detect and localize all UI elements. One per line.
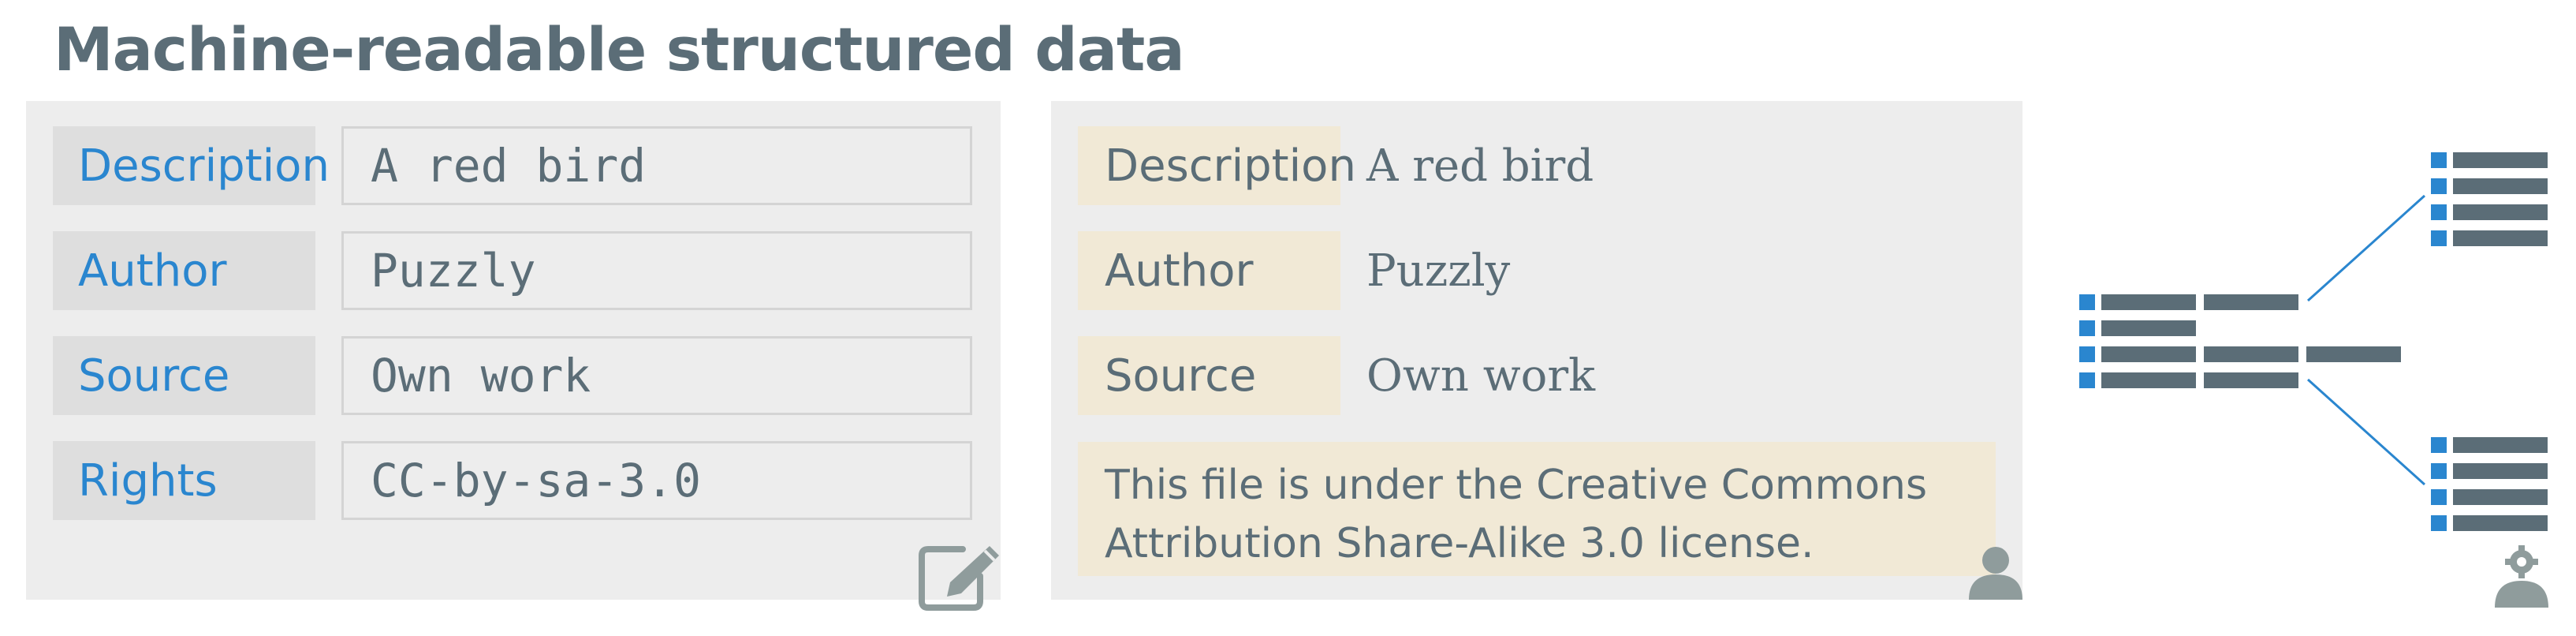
field-label-rights: Rights: [53, 441, 315, 520]
view-row-source: Source Own work: [1051, 336, 2022, 415]
license-notice: This file is under the Creative Commons …: [1078, 442, 1996, 576]
description-field[interactable]: A red bird: [341, 126, 972, 205]
rendered-view-panel: Description A red bird Author Puzzly Sou…: [1051, 101, 2022, 600]
form-row-author: Author Puzzly: [26, 231, 1001, 310]
edit-form-panel: Description A red bird Author Puzzly Sou…: [26, 101, 1001, 611]
view-value-author: Puzzly: [1366, 245, 1511, 297]
central-record-icon: [2079, 294, 2401, 388]
field-label-author: Author: [53, 231, 315, 310]
author-field[interactable]: Puzzly: [341, 231, 972, 310]
field-label-description: Description: [53, 126, 330, 205]
view-label-description: Description: [1078, 126, 1356, 205]
view-value-description: A red bird: [1366, 140, 1594, 192]
form-row-rights: Rights CC-by-sa-3.0: [26, 441, 1001, 520]
edit-icon: [919, 546, 999, 611]
view-label-source: Source: [1078, 336, 1340, 415]
field-label-source: Source: [53, 336, 315, 415]
form-row-source: Source Own work: [26, 336, 1001, 415]
structured-data-diagram: [2079, 152, 2548, 608]
source-field[interactable]: Own work: [341, 336, 972, 415]
connector-line-bottom: [2306, 378, 2426, 486]
connector-line-top: [2306, 194, 2426, 302]
top-record-icon: [2431, 152, 2548, 246]
form-row-description: Description A red bird: [26, 126, 1001, 205]
rights-field[interactable]: CC-by-sa-3.0: [341, 441, 972, 520]
view-row-author: Author Puzzly: [1051, 231, 2022, 310]
user-gear-icon: [2495, 545, 2548, 608]
page-title: Machine-readable structured data: [54, 14, 1185, 84]
view-value-source: Own work: [1366, 350, 1596, 402]
view-row-description: Description A red bird: [1051, 126, 2022, 205]
view-label-author: Author: [1078, 231, 1340, 310]
bottom-record-icon: [2431, 437, 2548, 531]
user-icon: [1969, 547, 2022, 600]
